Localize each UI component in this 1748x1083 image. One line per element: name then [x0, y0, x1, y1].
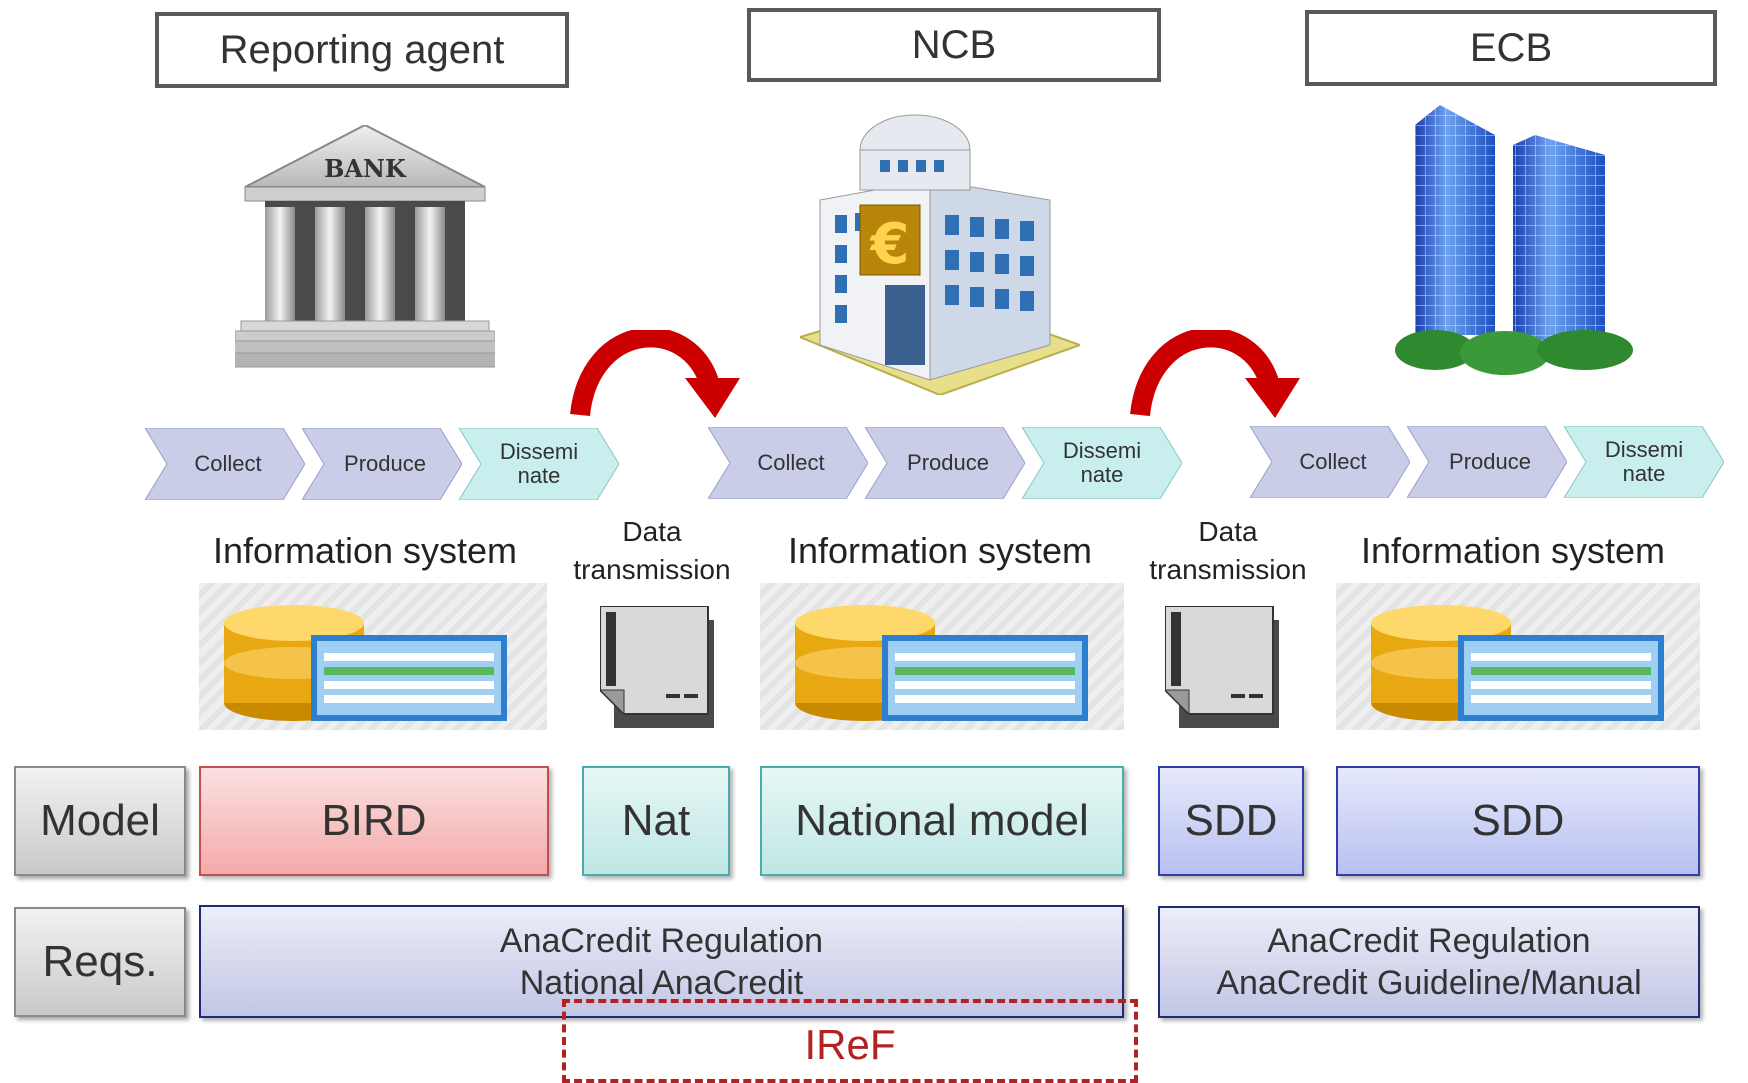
document-icon-1	[600, 606, 714, 728]
model-bird: BIRD	[199, 766, 549, 876]
iref-label: IReF	[804, 1021, 896, 1068]
chevron-produce-2: Produce	[865, 427, 1025, 499]
ncb-building-icon: €	[800, 114, 1080, 395]
chevron-collect-3: Collect	[1250, 426, 1410, 498]
row-label-model: Model	[14, 766, 186, 876]
entity-label: NCB	[911, 22, 997, 67]
svg-text:€: €	[869, 212, 910, 277]
information-system-label-1: Information system	[212, 530, 518, 571]
database-icon-1	[199, 583, 547, 730]
chevron-label: Dissemi nate	[499, 439, 579, 488]
document-icon-2	[1165, 606, 1279, 728]
model-sdd-transmission: SDD	[1158, 766, 1304, 876]
entity-ncb: NCB	[747, 8, 1161, 82]
chevron-disseminate-3: Dissemi nate	[1564, 426, 1724, 498]
model-nat: Nat	[582, 766, 730, 876]
chevron-label: Produce	[907, 450, 989, 475]
database-icon-2	[760, 583, 1124, 730]
reqs-right: AnaCredit Regulation AnaCredit Guideline…	[1158, 906, 1700, 1018]
chevron-label: Dissemi nate	[1062, 438, 1142, 487]
ecb-towers-icon	[1395, 105, 1633, 375]
chevron-label: Produce	[344, 451, 426, 476]
chevron-collect-2: Collect	[708, 427, 868, 499]
data-transmission-label-1: Data transmission	[573, 516, 731, 585]
iref-box: IReF	[562, 999, 1138, 1083]
transmission-arrow-1	[570, 330, 740, 418]
chevron-collect-1: Collect	[145, 428, 305, 500]
entity-reporting-agent: Reporting agent	[155, 12, 569, 88]
row-label-reqs: Reqs.	[14, 907, 186, 1017]
model-sdd-ecb: SDD	[1336, 766, 1700, 876]
entity-ecb: ECB	[1305, 10, 1717, 86]
information-system-label-3: Information system	[1360, 530, 1666, 571]
bank-sign-text: BANK	[324, 154, 407, 183]
chevron-label: Dissemi nate	[1604, 437, 1684, 486]
information-system-label-2: Information system	[787, 530, 1093, 571]
chevron-produce-1: Produce	[302, 428, 462, 500]
chevron-label: Collect	[194, 451, 262, 476]
chevron-label: Collect	[1299, 449, 1367, 474]
chevron-produce-3: Produce	[1407, 426, 1567, 498]
chevron-label: Collect	[757, 450, 825, 475]
chevron-disseminate-1: Dissemi nate	[459, 428, 619, 500]
entity-label: Reporting agent	[219, 27, 505, 72]
reqs-left-line-1: AnaCredit Regulation	[499, 921, 824, 960]
reqs-left-line-2: National AnaCredit	[519, 963, 804, 1002]
chevron-label: Produce	[1449, 449, 1531, 474]
model-national-model: National model	[760, 766, 1124, 876]
bank-building-icon: BANK	[235, 125, 495, 368]
reqs-right-line-2: AnaCredit Guideline/Manual	[1216, 964, 1642, 1002]
database-icon-3	[1336, 583, 1700, 730]
data-transmission-label-2: Data transmission	[1149, 516, 1307, 585]
entity-label: ECB	[1469, 25, 1553, 70]
reqs-right-line-1: AnaCredit Regulation	[1267, 922, 1591, 960]
chevron-disseminate-2: Dissemi nate	[1022, 427, 1182, 499]
transmission-arrow-2	[1130, 330, 1300, 418]
